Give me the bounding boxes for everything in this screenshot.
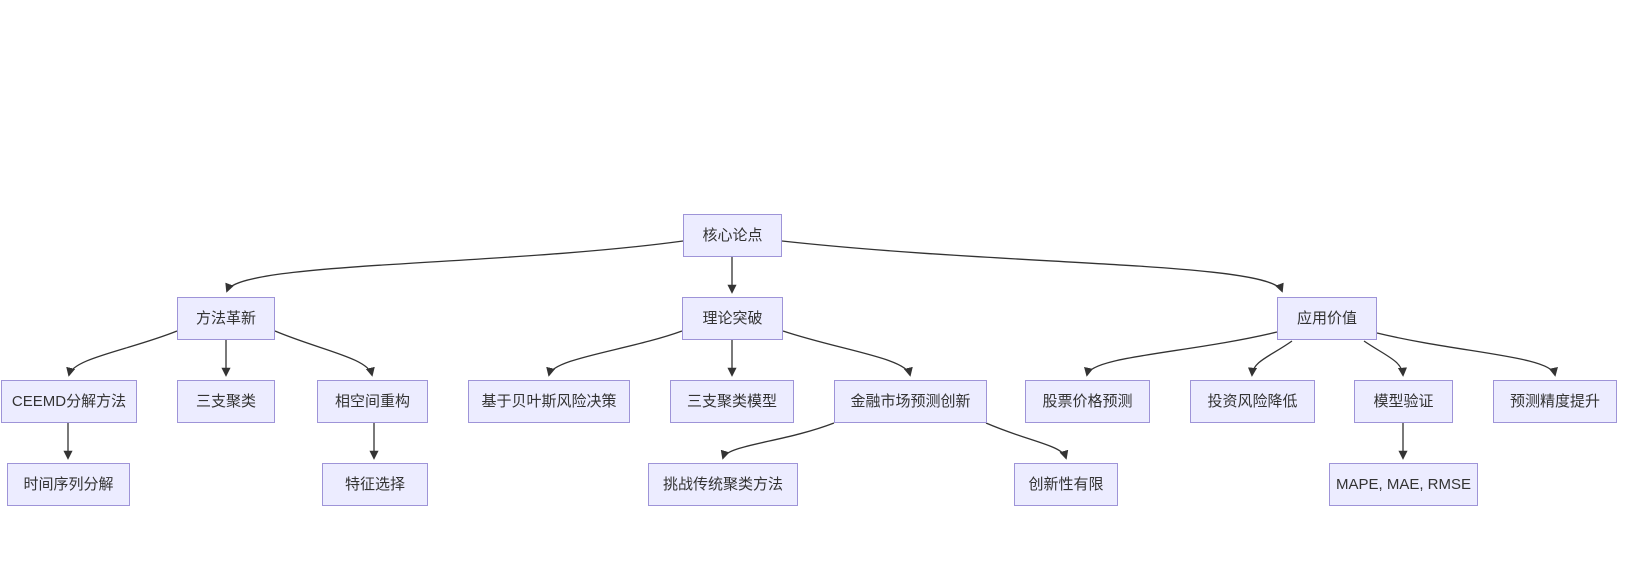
node-time-series-decomposition: 时间序列分解 [7, 463, 130, 506]
edge-method-innovation-to-ceemd-decomposition [66, 330, 178, 377]
node-model-validation: 模型验证 [1354, 380, 1453, 423]
node-phase-space-reconstruction: 相空间重构 [317, 380, 428, 423]
edge-theory-breakthrough-to-financial-market-prediction-innovation [782, 330, 913, 377]
edge-core-thesis-to-method-innovation [225, 240, 684, 293]
edge-theory-breakthrough-to-bayesian-risk-decision [546, 330, 683, 377]
edge-core-thesis-to-application-value [781, 240, 1284, 293]
node-challenge-traditional-clustering: 挑战传统聚类方法 [648, 463, 798, 506]
node-feature-selection: 特征选择 [322, 463, 428, 506]
edge-financial-market-prediction-innovation-to-limited-innovation [985, 422, 1069, 460]
node-core-thesis: 核心论点 [683, 214, 782, 257]
node-three-way-clustering-model: 三支聚类模型 [670, 380, 794, 423]
node-three-way-clustering: 三支聚类 [177, 380, 275, 423]
node-investment-risk-reduction: 投资风险降低 [1190, 380, 1315, 423]
node-prediction-accuracy-improvement: 预测精度提升 [1493, 380, 1617, 423]
node-limited-innovation: 创新性有限 [1014, 463, 1118, 506]
node-evaluation-metrics: MAPE, MAE, RMSE [1329, 463, 1478, 506]
edge-application-value-to-stock-price-prediction [1084, 331, 1278, 377]
edge-application-value-to-model-validation [1363, 340, 1408, 377]
node-application-value: 应用价值 [1277, 297, 1377, 340]
node-theory-breakthrough: 理论突破 [682, 297, 783, 340]
node-stock-price-prediction: 股票价格预测 [1025, 380, 1150, 423]
edge-application-value-to-investment-risk-reduction [1247, 340, 1293, 377]
node-financial-market-prediction-innovation: 金融市场预测创新 [834, 380, 987, 423]
edge-financial-market-prediction-innovation-to-challenge-traditional-clustering [720, 422, 835, 460]
edge-method-innovation-to-phase-space-reconstruction [274, 330, 375, 377]
node-bayesian-risk-decision: 基于贝叶斯风险决策 [468, 380, 630, 423]
node-ceemd-decomposition: CEEMD分解方法 [1, 380, 137, 423]
node-method-innovation: 方法革新 [177, 297, 275, 340]
edge-application-value-to-prediction-accuracy-improvement [1376, 332, 1558, 377]
